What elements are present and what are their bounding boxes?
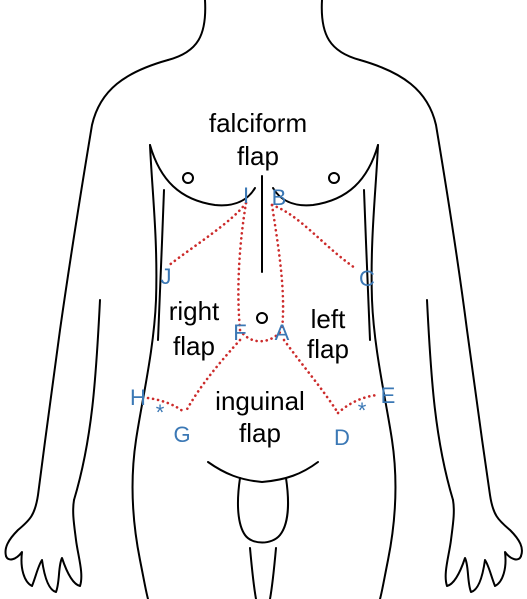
left-lat-outline	[157, 189, 165, 341]
left-flap-label-line2: flap	[307, 334, 349, 364]
torso-right-side-outline	[370, 144, 397, 599]
falciform-flap-label-line1: falciform	[209, 108, 307, 138]
inguinal-flap-label-line1: inguinal	[215, 386, 305, 416]
body-outline	[4, 0, 523, 599]
asterisk-marker-left: *	[156, 400, 165, 425]
incision-F-to-A	[238, 328, 284, 343]
point-label-F: F	[233, 320, 246, 345]
right-flap-label-line1: right	[169, 296, 220, 326]
left-arm-inner-outline	[73, 299, 101, 501]
inguinal-flap-label-line2: flap	[239, 418, 281, 448]
falciform-flap-label-line2: flap	[237, 141, 279, 171]
left-leg-inner-outline	[249, 547, 257, 599]
right-pectoral-outline	[272, 144, 379, 207]
incision-B-to-A	[270, 203, 285, 332]
incision-lines	[146, 201, 380, 415]
left-hand-outline	[5, 499, 83, 593]
neck-right-outline	[320, 0, 361, 61]
incision-I-to-F	[237, 201, 248, 332]
incision-F-to-G	[183, 338, 242, 415]
point-label-H: H	[130, 385, 146, 410]
point-label-B: B	[272, 185, 287, 210]
right-leg-inner-outline	[269, 547, 277, 599]
point-label-C: C	[359, 266, 375, 291]
incision-I-to-J	[166, 201, 248, 268]
incision-H-to-G	[146, 396, 187, 415]
point-label-J: J	[161, 264, 172, 289]
navel	[256, 312, 268, 324]
left-pectoral-outline	[149, 144, 256, 207]
right-arm-outer-outline	[359, 59, 523, 557]
point-label-G: G	[173, 422, 190, 447]
left-arm-outer-outline	[4, 59, 169, 557]
point-label-D: D	[334, 425, 350, 450]
asterisk-marker-right: *	[358, 398, 367, 423]
right-lat-outline	[363, 189, 371, 341]
left-nipple	[182, 172, 194, 184]
incision-B-to-C	[270, 203, 357, 270]
torso-left-side-outline	[131, 144, 158, 599]
point-label-E: E	[381, 383, 396, 408]
genitals-outline	[236, 477, 289, 544]
neck-left-outline	[167, 0, 207, 61]
incision-A-to-D	[282, 338, 340, 415]
left-flap-label-line1: left	[311, 304, 346, 334]
point-label-I: I	[243, 183, 249, 208]
right-arm-inner-outline	[426, 299, 454, 501]
point-label-A: A	[275, 320, 290, 345]
right-nipple	[328, 172, 340, 184]
groin-outline	[207, 461, 319, 483]
right-flap-label-line2: flap	[173, 331, 215, 361]
right-hand-outline	[444, 499, 522, 593]
incision-D-to-E	[336, 393, 380, 415]
